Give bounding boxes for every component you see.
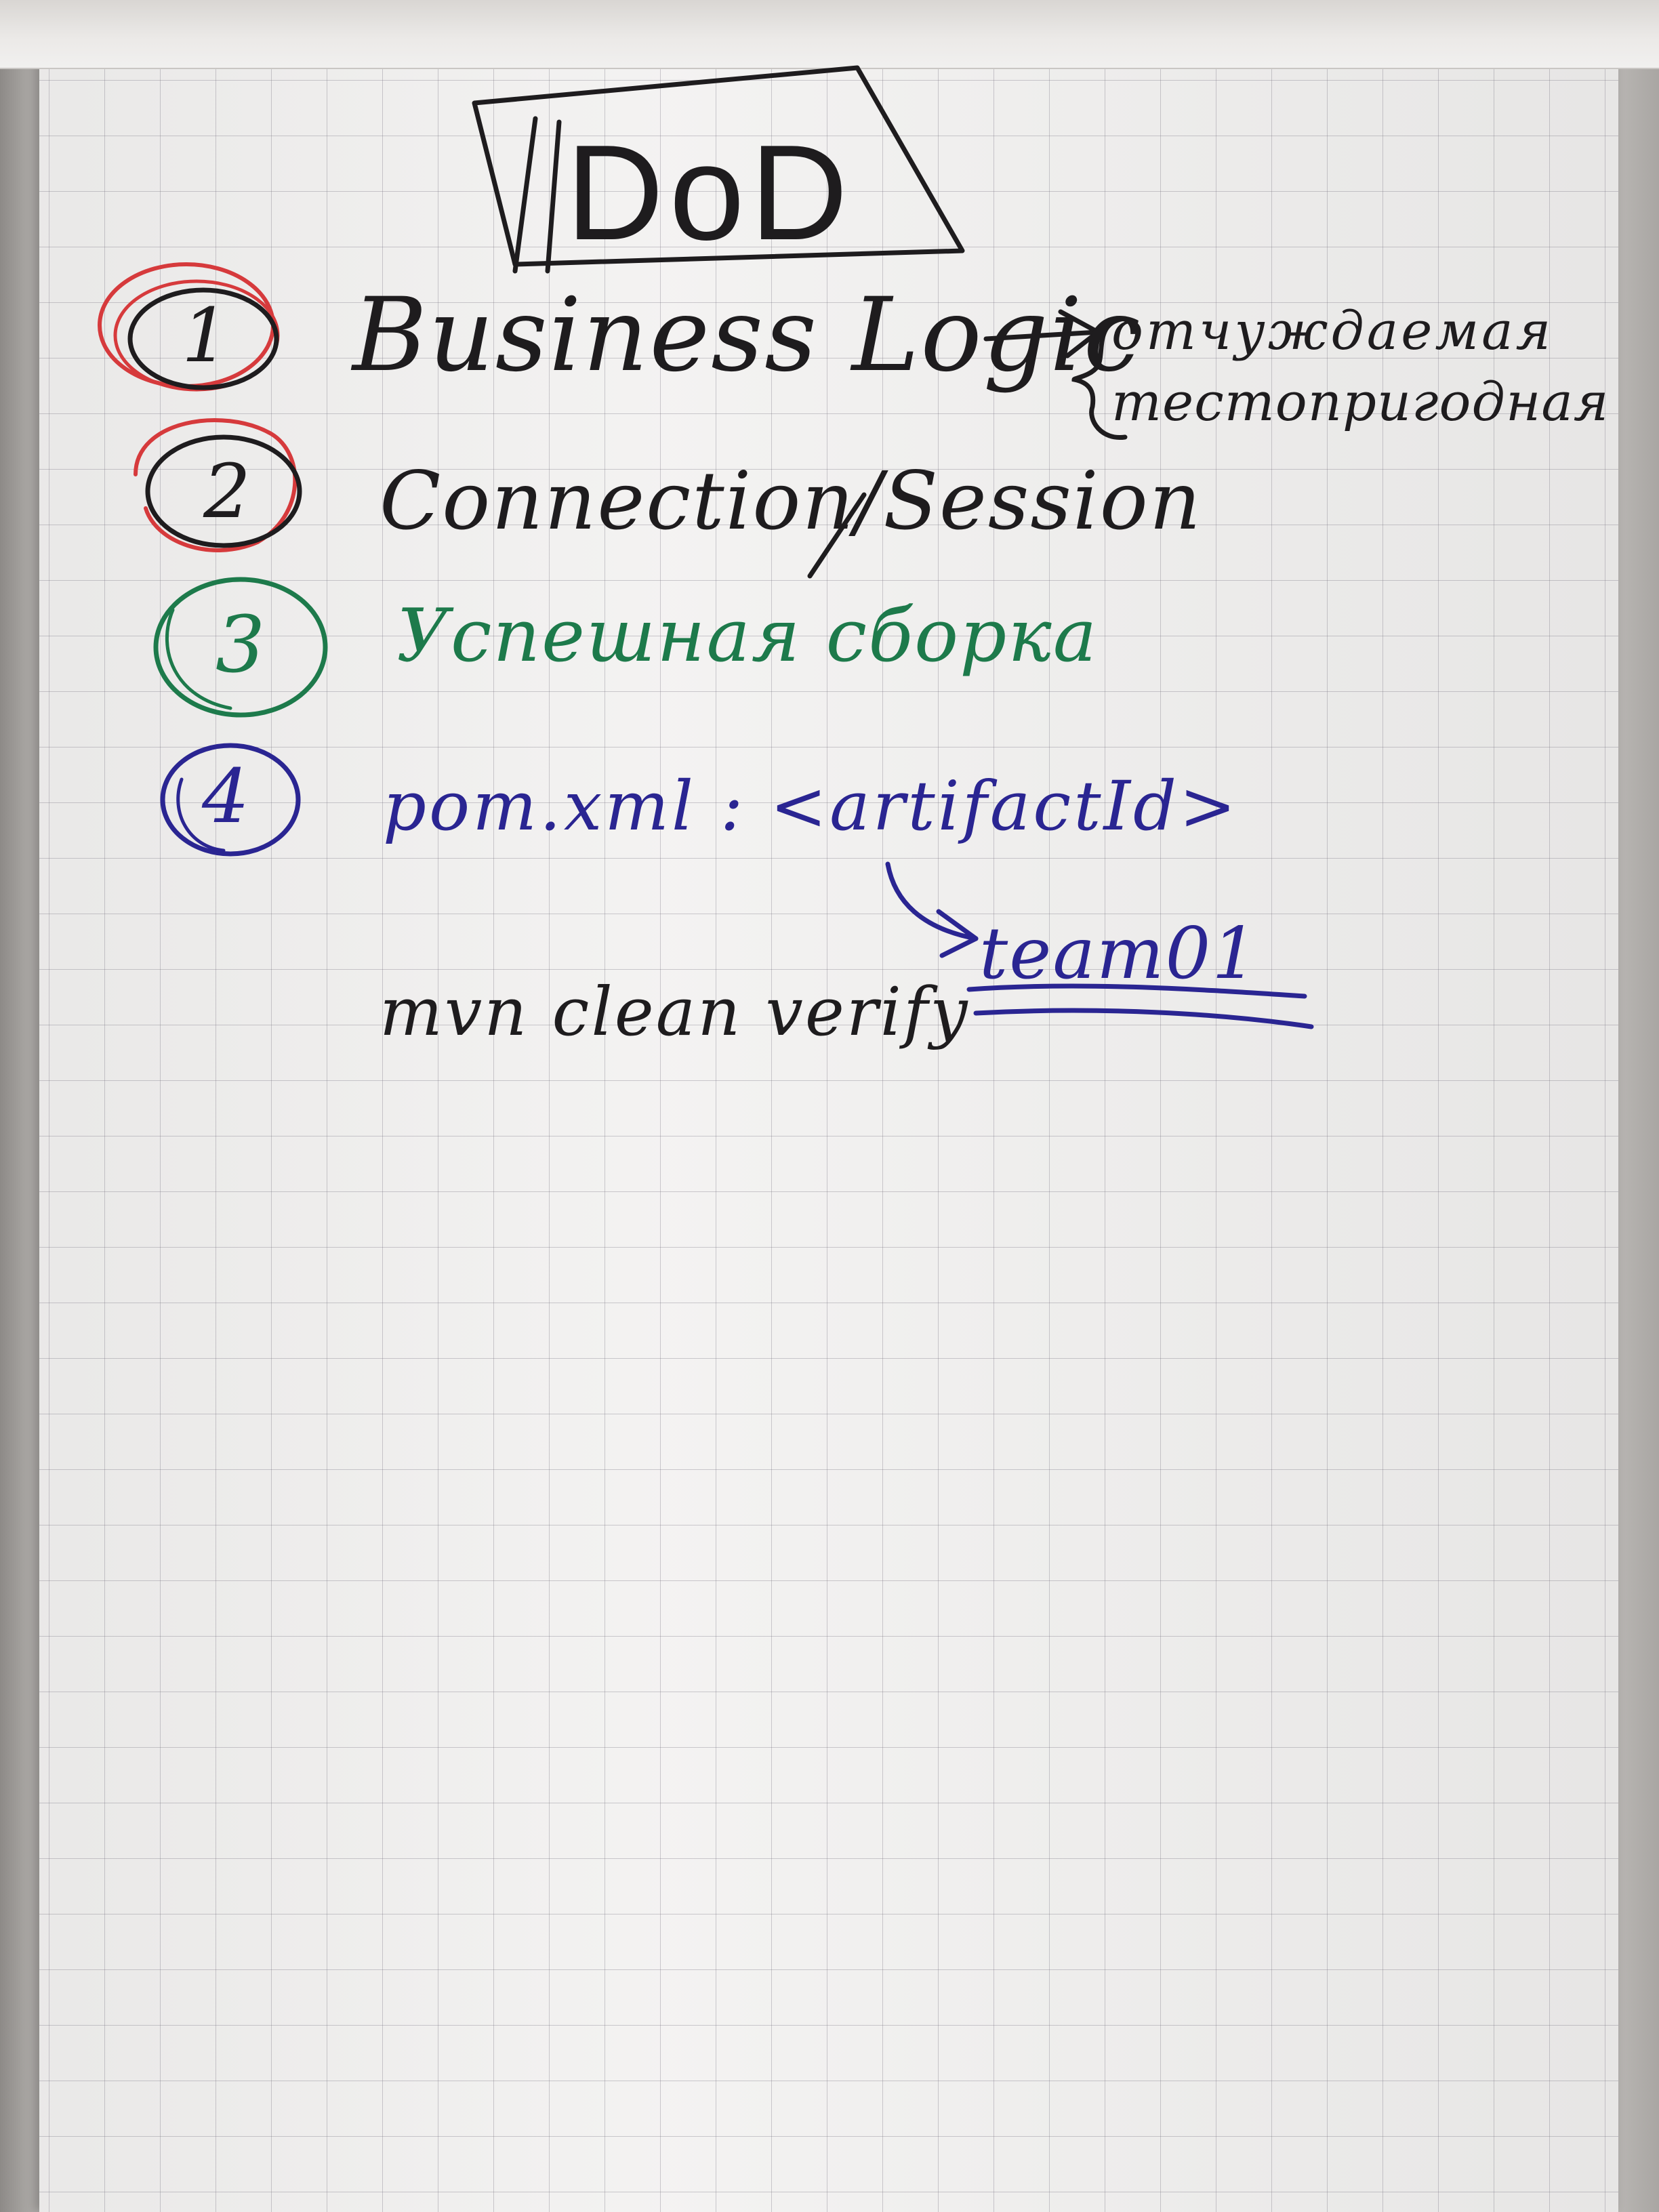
item-1-circle (98, 262, 280, 392)
connection-session-slash (807, 492, 867, 579)
maven-command: mvn clean verify (380, 974, 970, 1051)
business-logic-note-2: тестопригодная (1111, 372, 1610, 433)
item-4-number: 4 (202, 753, 249, 840)
item-1-text: Business Logic (352, 276, 1142, 394)
title-frame (472, 65, 965, 274)
business-logic-brace (1071, 316, 1128, 440)
business-logic-note-1: отчуждаемая (1111, 301, 1554, 362)
item-3-circle (153, 577, 328, 718)
item-1-number: 1 (182, 292, 229, 379)
item-2-circle (134, 418, 302, 552)
business-logic-arrow (983, 309, 1101, 359)
item-2-text: Connection/Session (380, 454, 1202, 548)
item-3-number: 3 (216, 600, 266, 691)
team01-underline (966, 983, 1314, 1029)
item-4-text: pom.xml : <artifactId> (383, 766, 1239, 846)
item-3-text: Успешная сборка (396, 594, 1099, 678)
board-title: DoD (566, 117, 854, 268)
item-4-circle (160, 743, 301, 857)
item-2-number: 2 (203, 448, 251, 535)
flipchart-sheet (39, 60, 1618, 2212)
artifact-arrow (885, 861, 979, 958)
flipchart-binding (0, 0, 1659, 69)
artifact-value: team01 (979, 912, 1259, 995)
